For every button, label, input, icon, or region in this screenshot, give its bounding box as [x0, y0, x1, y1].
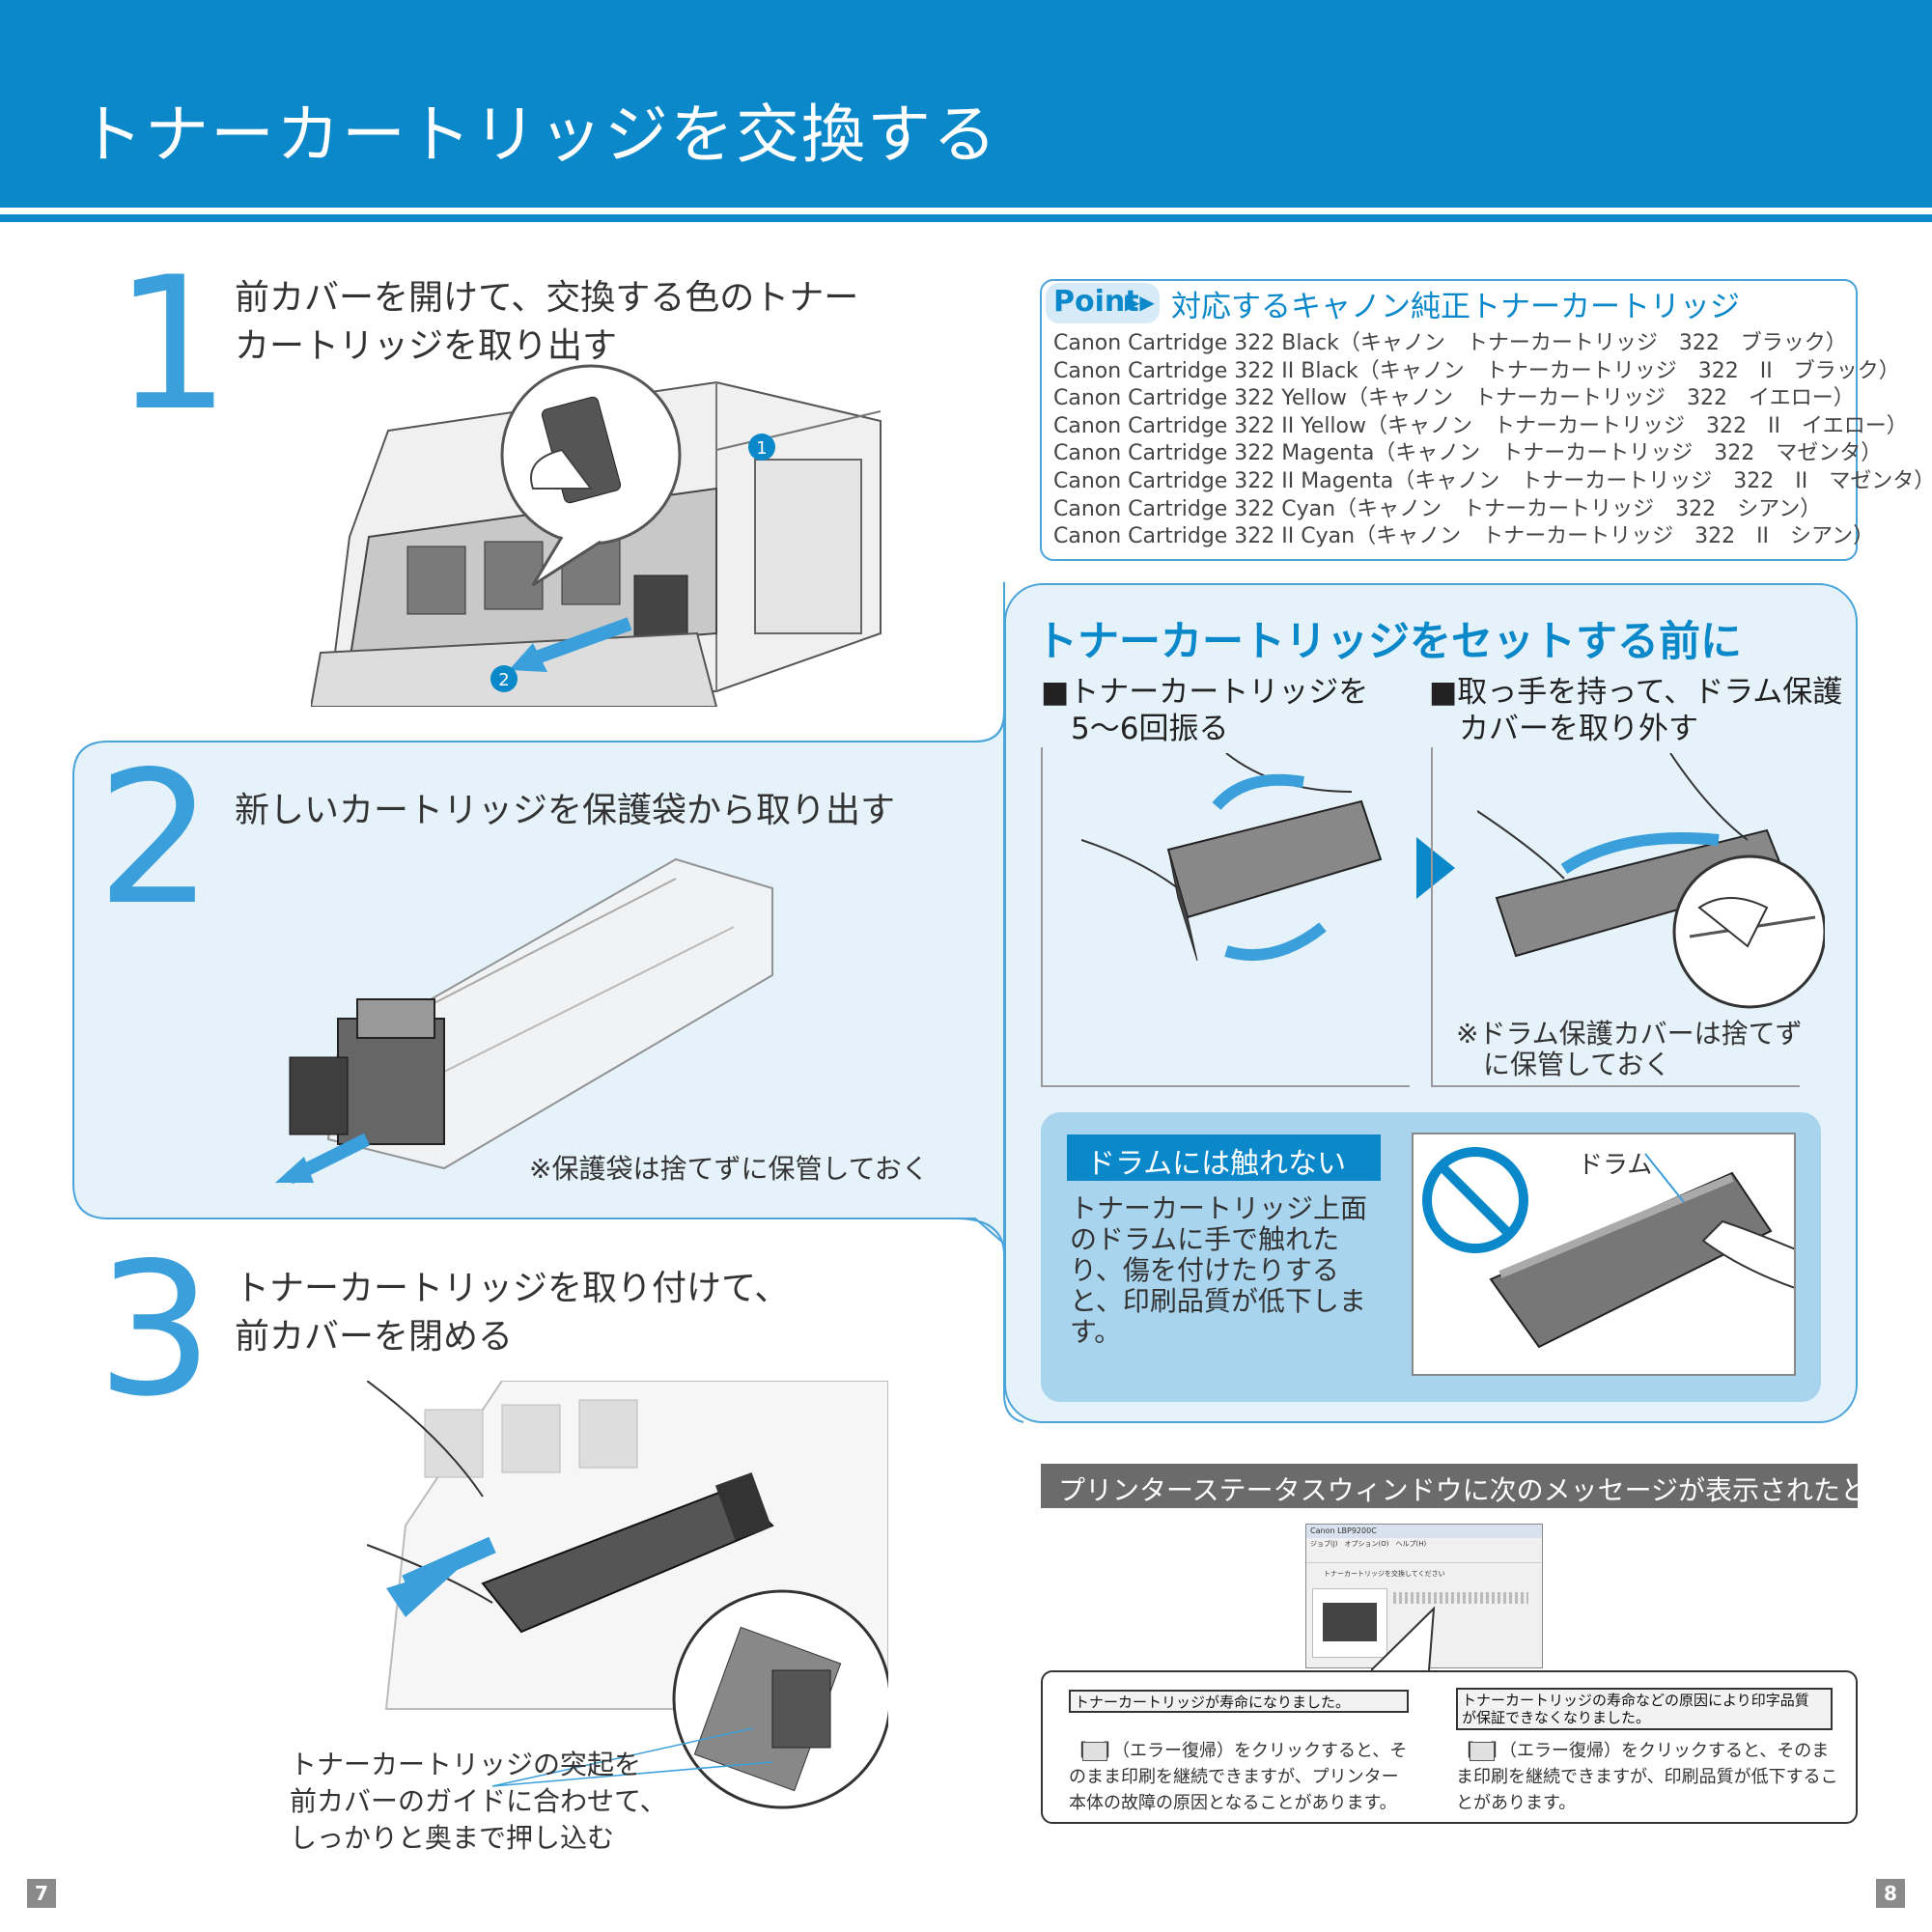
cartridge-list: Canon Cartridge 322 Black（キャノン トナーカートリッジ…: [1053, 330, 1932, 551]
next-arrow-icon: [1416, 837, 1455, 899]
step-3-install-illustration: [367, 1381, 888, 1809]
page-title: トナーカートリッジを交換する: [79, 98, 998, 172]
window-progress-area: [1393, 1592, 1528, 1604]
message-desc-right: ［ ］（エラー復帰）をクリックすると、そのまま印刷を継続できますが、印刷品質が低…: [1456, 1741, 1838, 1813]
message-desc-left: ［ ］（エラー復帰）をクリックすると、そのまま印刷を継続できますが、プリンター本…: [1069, 1741, 1408, 1813]
window-menubar: ジョブ(J) オプション(O) ヘルプ(H): [1306, 1538, 1542, 1550]
drum-warning-badge: ドラムには触れない: [1067, 1134, 1381, 1181]
step-2-cartridge-bag-illustration: [275, 857, 773, 1185]
message-label-right: トナーカートリッジの寿命などの原因により印字品質 が保証できなくなりました。: [1456, 1688, 1833, 1730]
step-3-title-line1: トナーカートリッジを取り付けて、: [235, 1269, 790, 1308]
error-recovery-icon[interactable]: [1082, 1742, 1107, 1761]
step-1-printer-illustration: 1 2: [311, 364, 882, 707]
remove-cover-note-line2: に保管しておく: [1456, 1049, 1671, 1080]
step-3-caption-line1: トナーカートリッジの突起を: [290, 1749, 642, 1780]
step-1-title-line2: カートリッジを取り出す: [235, 326, 618, 366]
remove-cover-heading-line2: カバーを取り外す: [1429, 712, 1698, 746]
remove-cover-heading-line1: ■取っ手を持って、ドラム保護: [1429, 675, 1843, 710]
shake-heading-line1: ■トナーカートリッジを: [1041, 675, 1369, 710]
point-box: [1040, 279, 1858, 561]
status-heading: プリンターステータスウィンドウに次のメッセージが表示されたとき: [1058, 1474, 1895, 1506]
list-item: Canon Cartridge 322 Magenta（キャノン トナーカートリ…: [1053, 441, 1883, 466]
shake-box: [1041, 747, 1410, 1087]
list-item: Canon Cartridge 322 II Yellow（キャノン トナーカー…: [1053, 413, 1908, 438]
page-number-left: 7: [27, 1879, 56, 1908]
printer-thumbnail: [1312, 1588, 1387, 1658]
point-title: 対応するキャノン純正トナーカートリッジ: [1171, 290, 1740, 324]
step-2-title: 新しいカートリッジを保護袋から取り出す: [235, 791, 896, 830]
drum-illustration-svg: ドラム: [1422, 1147, 1794, 1349]
error-recovery-icon[interactable]: [1470, 1742, 1495, 1761]
page-header: トナーカートリッジを交換する: [0, 0, 1932, 208]
window-title: Canon LBP9200C: [1310, 1526, 1377, 1535]
step-1-title-line1: 前カバーを開けて、交換する色のトナー: [235, 278, 859, 318]
message-label-right-line2: が保証できなくなりました。: [1462, 1709, 1651, 1726]
header-rule: [0, 214, 1932, 222]
status-heading-bar: プリンターステータスウィンドウに次のメッセージが表示されたとき: [1041, 1464, 1894, 1508]
point-badge: Point ▶▶: [1046, 283, 1160, 323]
list-item: Canon Cartridge 322 II Black（キャノン トナーカート…: [1053, 358, 1900, 383]
shake-heading-line2: 5〜6回振る: [1041, 712, 1229, 746]
callout-2: 2: [498, 670, 509, 690]
message-label-right-line1: トナーカートリッジの寿命などの原因により印字品質: [1462, 1692, 1809, 1709]
point-badge-label: Point: [1053, 285, 1139, 319]
callout-pointer: [1371, 1606, 1436, 1671]
list-item: Canon Cartridge 322 II Cyan（キャノン トナーカートリ…: [1053, 524, 1875, 549]
message-label-left: トナーカートリッジが寿命になりました。: [1069, 1690, 1409, 1713]
callout-1: 1: [756, 438, 767, 459]
list-item: Canon Cartridge 322 Black（キャノン トナーカートリッジ…: [1053, 331, 1847, 355]
list-item: Canon Cartridge 322 Cyan（キャノン トナーカートリッジ …: [1053, 496, 1822, 521]
window-menu: ジョブ(J) オプション(O) ヘルプ(H): [1310, 1540, 1427, 1548]
remove-cover-box: [1431, 747, 1800, 1087]
step-3-number: 3: [97, 1223, 213, 1437]
remove-cover-illustration: [1477, 753, 1825, 1009]
window-titlebar: Canon LBP9200C: [1306, 1525, 1542, 1538]
step-3-caption-line3: しっかりと奥まで押し込む: [290, 1822, 615, 1854]
drum-label: ドラム: [1578, 1151, 1652, 1180]
page-number-right: 8: [1876, 1879, 1905, 1908]
list-item: Canon Cartridge 322 II Magenta（キャノン トナーカ…: [1053, 468, 1932, 493]
prohibited-icon: [1422, 1147, 1528, 1253]
step-2-note: ※保護袋は捨てずに保管しておく: [529, 1153, 929, 1185]
step-3-title-line2: 前カバーを閉める: [235, 1317, 514, 1357]
list-item: Canon Cartridge 322 Yellow（キャノン トナーカートリッ…: [1053, 386, 1855, 411]
drum-warning-text: トナーカートリッジ上面のドラムに手で触れたり、傷を付けたりすると、印刷品質が低下…: [1070, 1192, 1368, 1348]
step-3-caption-line2: 前カバーのガイドに合わせて、: [290, 1785, 667, 1817]
before-set-title: トナーカートリッジをセットする前に: [1036, 618, 1742, 666]
drum-warning-title: ドラムには触れない: [1086, 1147, 1347, 1181]
window-toolbar: [1306, 1550, 1542, 1563]
window-message: トナーカートリッジを交換してください: [1324, 1570, 1445, 1578]
shake-cartridge-illustration: [1081, 753, 1383, 962]
printer-thumbnail-shape: [1323, 1603, 1377, 1641]
step-1-number: 1: [114, 238, 231, 451]
step-2-number: 2: [97, 732, 213, 945]
remove-cover-note-line1: ※ドラム保護カバーは捨てず: [1456, 1018, 1803, 1050]
double-arrow-icon: ▶▶: [1125, 291, 1155, 314]
drum-illustration: ドラム: [1412, 1133, 1796, 1376]
